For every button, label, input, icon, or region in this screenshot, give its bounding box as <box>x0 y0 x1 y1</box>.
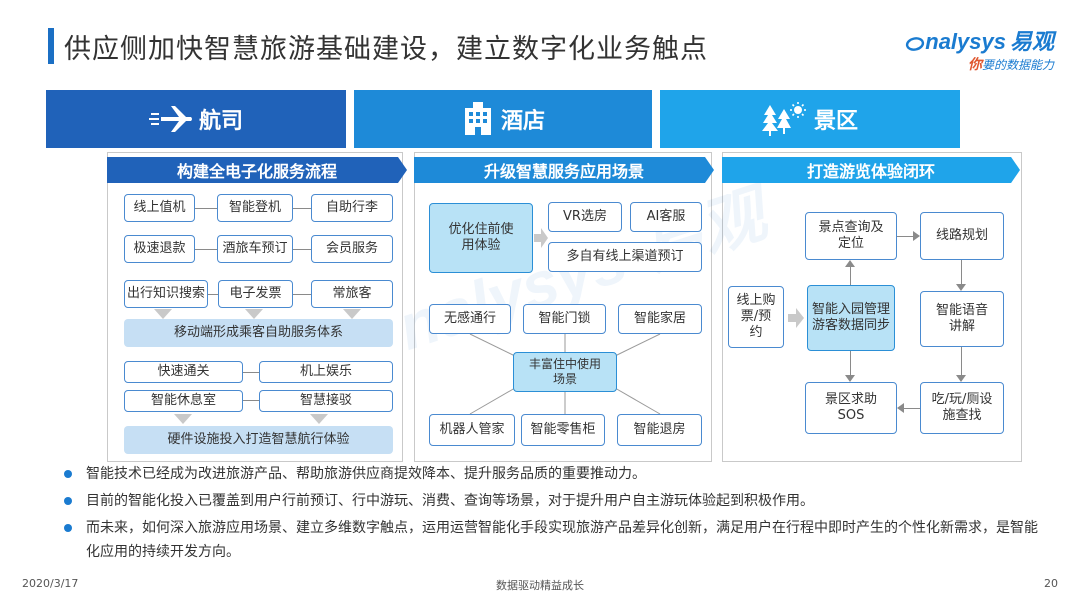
airplane-icon <box>148 106 192 132</box>
logo-brand-cn: 易观 <box>1009 29 1054 54</box>
hotel-item: 无感通行 <box>429 304 511 334</box>
hotel-icon <box>464 102 491 135</box>
airline-item: 快速通关 <box>124 361 243 383</box>
airline-item: 电子发票 <box>218 280 293 308</box>
logo-brand: nalysys <box>925 29 1006 54</box>
scenic-buy-ticket: 线上购票/预约 <box>728 286 784 348</box>
category-hotel-label: 酒店 <box>500 109 545 134</box>
hotel-item: 机器人管家 <box>429 414 515 446</box>
hotel-pre-stay: 优化住前使用体验 <box>429 203 533 273</box>
bullet-item: 智能技术已经成为改进旅游产品、帮助旅游供应商提效降本、提升服务品质的重要推动力。 <box>62 462 1042 486</box>
hotel-item: 智能退房 <box>617 414 702 446</box>
scenic-sos: 景区求助SOS <box>805 382 897 434</box>
airline-item: 酒旅车预订 <box>217 235 293 263</box>
airline-item: 常旅客 <box>311 280 393 308</box>
hotel-item: 智能家居 <box>618 304 702 334</box>
footer-date: 2020/3/17 <box>22 577 79 590</box>
airline-item: 智能休息室 <box>124 390 243 412</box>
down-arrow-icon <box>310 414 328 424</box>
hotel-in-stay: 丰富住中使用场景 <box>513 352 617 392</box>
category-airline-label: 航司 <box>198 109 243 134</box>
scenic-center: 智能入园管理游客数据同步 <box>807 285 895 351</box>
down-arrow-icon <box>245 309 263 319</box>
scenic-facility: 吃/玩/厕设施查找 <box>920 382 1004 434</box>
panel-hotel-header: 升级智慧服务应用场景 <box>414 157 714 183</box>
hotel-item: 智能零售柜 <box>521 414 605 446</box>
footer-slogan: 数据驱动精益成长 <box>496 579 584 592</box>
hotel-item: 多自有线上渠道预订 <box>548 242 702 272</box>
page-title: 供应侧加快智慧旅游基础建设，建立数字化业务触点 <box>64 34 708 65</box>
page-number: 20 <box>1044 577 1058 590</box>
down-arrow-icon <box>956 284 966 291</box>
category-scenic-label: 景区 <box>813 109 858 134</box>
bullet-item: 而未来，如何深入旅游应用场景、建立多维数字触点，运用运营智能化手段实现旅游产品差… <box>62 516 1042 564</box>
hotel-item: AI客服 <box>630 202 702 232</box>
right-arrow-icon <box>788 308 804 328</box>
airline-item: 智能登机 <box>217 194 293 222</box>
panel-scenic-header: 打造游览体验闭环 <box>722 157 1020 183</box>
airline-summary-mobile: 移动端形成乘客自助服务体系 <box>124 319 393 347</box>
right-arrow-icon <box>913 231 920 241</box>
up-arrow-icon <box>845 260 855 267</box>
category-hotel: 酒店 <box>354 90 652 148</box>
category-scenic: 景区 <box>660 90 960 148</box>
airline-item: 智慧接驳 <box>259 390 393 412</box>
scenic-icon <box>761 102 806 136</box>
airline-item: 机上娱乐 <box>259 361 393 383</box>
bullet-list: 智能技术已经成为改进旅游产品、帮助旅游供应商提效降本、提升服务品质的重要推动力。… <box>62 462 1042 567</box>
down-arrow-icon <box>845 375 855 382</box>
airline-item: 出行知识搜索 <box>124 280 208 308</box>
right-arrow-icon <box>534 228 548 248</box>
logo-tagline-prefix: 你 <box>967 57 982 73</box>
airline-item: 线上值机 <box>124 194 195 222</box>
scenic-voice: 智能语音讲解 <box>920 291 1004 347</box>
panel-airline-header: 构建全电子化服务流程 <box>107 157 407 183</box>
logo-tagline-text: 要的数据能力 <box>981 58 1054 72</box>
scenic-route: 线路规划 <box>920 212 1004 260</box>
airline-summary-hardware: 硬件设施投入打造智慧航行体验 <box>124 426 393 454</box>
airline-item: 极速退款 <box>124 235 195 263</box>
airline-item: 自助行李 <box>311 194 393 222</box>
scenic-query: 景点查询及定位 <box>805 212 897 260</box>
bullet-item: 目前的智能化投入已覆盖到用户行前预订、行中游玩、消费、查询等场景，对于提升用户自… <box>62 489 1042 513</box>
down-arrow-icon <box>154 309 172 319</box>
logo-a-icon <box>906 37 925 51</box>
logo-tagline: 你要的数据能力 <box>905 54 1054 74</box>
category-airline: 航司 <box>46 90 346 148</box>
down-arrow-icon <box>956 375 966 382</box>
hotel-connector-lines <box>469 334 661 415</box>
airline-item: 会员服务 <box>311 235 393 263</box>
down-arrow-icon <box>343 309 361 319</box>
hotel-item: VR选房 <box>548 202 622 232</box>
hotel-item: 智能门锁 <box>523 304 606 334</box>
down-arrow-icon <box>174 414 192 424</box>
left-arrow-icon <box>897 403 904 413</box>
title-accent-bar <box>48 28 54 64</box>
